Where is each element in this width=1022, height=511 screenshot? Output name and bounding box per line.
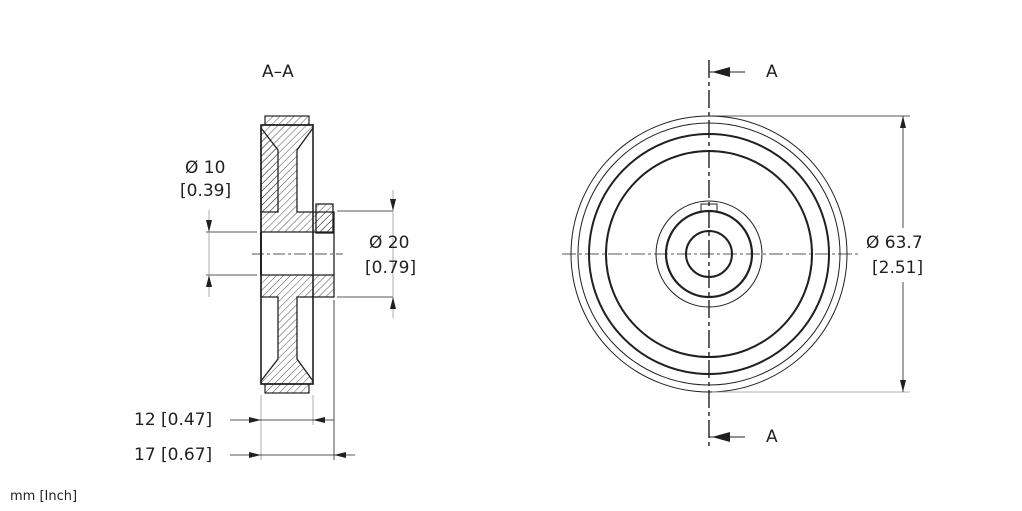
front-view-drawing [562,60,858,448]
web-top-left [260,127,279,213]
tire-bottom [264,383,310,394]
units-note: mm [Inch] [10,489,78,504]
section-dimensions [206,190,396,460]
tire-top [264,115,310,126]
total-width-dim: 17 [0.67] [134,445,213,465]
bore-dia-mm: Ø 10 [185,158,226,178]
outer-dia-inch: [2.51] [872,258,924,278]
bore-dia-inch: [0.39] [180,181,232,201]
section-title: A–A [262,62,294,82]
rim-web-hub-top [260,124,335,233]
rim-web-hub-bottom [260,274,335,385]
wheel-width-dim: 12 [0.47] [134,410,213,430]
section-view-drawing [252,115,343,394]
section-marker-bottom: A [766,427,778,447]
outer-dia-mm: Ø 63.7 [866,233,923,253]
section-marker-top: A [766,62,778,82]
hub-dia-inch: [0.79] [365,258,417,278]
outer-dia-dimension [712,115,910,393]
set-screw [315,203,334,234]
section-markers [709,67,745,442]
hub-dia-mm: Ø 20 [369,233,410,253]
